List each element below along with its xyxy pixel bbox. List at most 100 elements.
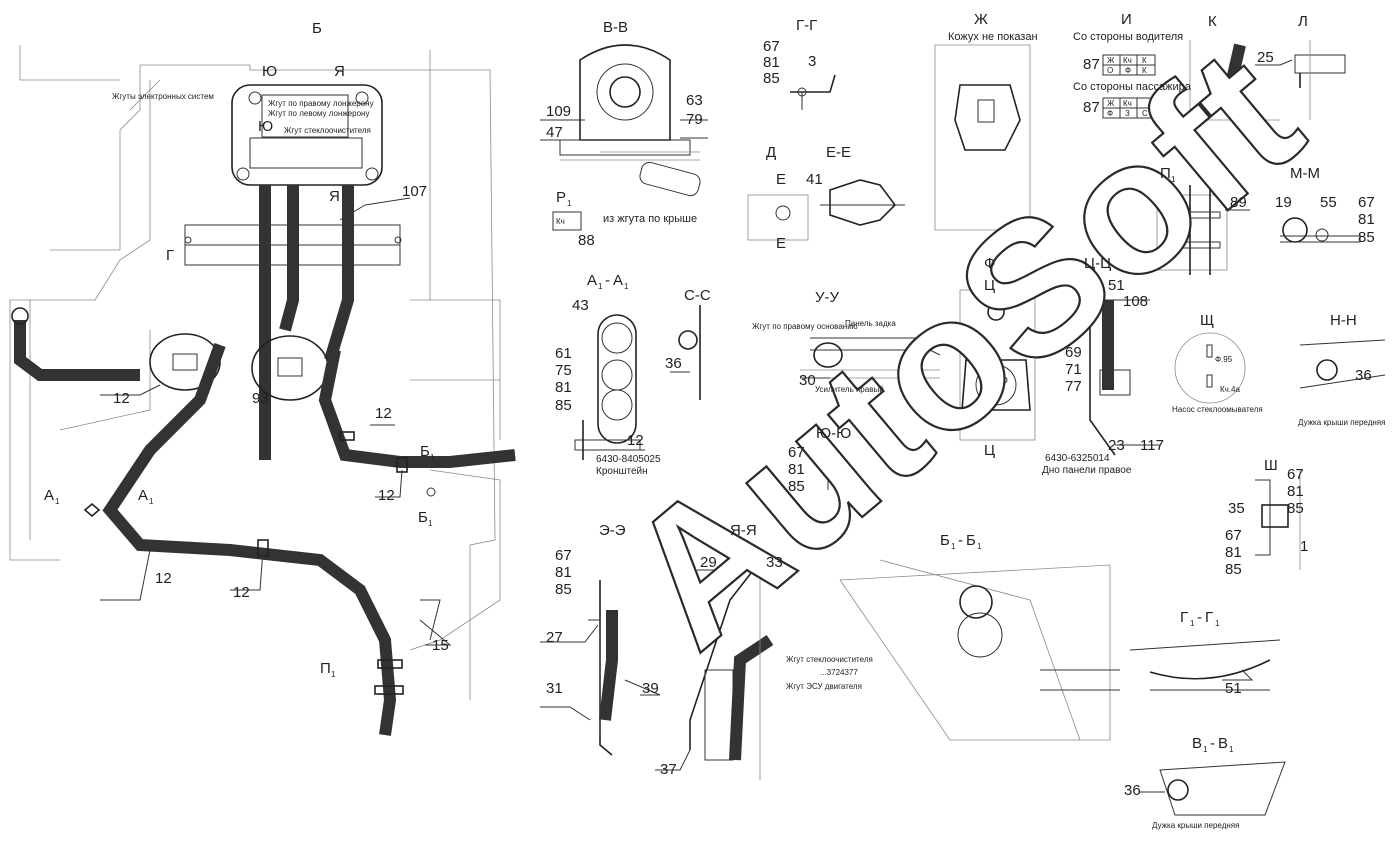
svg-text:-: - <box>605 272 610 289</box>
view-k-l <box>1189 40 1346 121</box>
svg-text:Я: Я <box>329 188 340 205</box>
title-yuyu: Ю-Ю <box>816 425 851 442</box>
callout: 43 <box>572 297 589 314</box>
svg-text:1: 1 <box>430 453 435 462</box>
svg-text:К: К <box>1142 56 1147 65</box>
svg-text:З: З <box>1125 109 1130 118</box>
title-tsts: Ц-Ц <box>1084 255 1111 272</box>
note-roof-arc-v1: Дужка крыши передняя <box>1152 821 1239 830</box>
note-esu-part: ...3724377 <box>820 668 858 677</box>
callout: 67 <box>555 547 572 564</box>
callout: 41 <box>806 171 823 188</box>
svg-text:С: С <box>1142 109 1148 118</box>
callout: 87 <box>1083 99 1100 116</box>
svg-text:1: 1 <box>1229 745 1234 754</box>
title-zh: Ж <box>974 11 988 28</box>
callout: 107 <box>402 183 427 200</box>
title-g1g1: Г <box>1180 609 1188 626</box>
note-left-spar: Жгут по левому лонжерону <box>268 109 369 118</box>
callout: 67 <box>763 38 780 55</box>
note-bracket-part: 6430-8405025 <box>596 454 661 465</box>
svg-text:1: 1 <box>55 497 60 506</box>
callout: 61 <box>555 345 572 362</box>
title-f: Ф <box>984 255 995 272</box>
callout: 12 <box>155 570 172 587</box>
svg-text:-: - <box>1197 609 1202 626</box>
svg-text:Ц: Ц <box>984 277 995 294</box>
svg-text:Б: Б <box>418 509 428 526</box>
callout: 36 <box>1355 367 1372 384</box>
callout: 81 <box>788 461 805 478</box>
view-sh <box>1255 470 1301 570</box>
title-v1v1: В <box>1192 735 1202 752</box>
callout: 81 <box>555 564 572 581</box>
relay-box <box>231 84 383 186</box>
callout: 85 <box>1225 561 1242 578</box>
svg-text:1: 1 <box>1215 619 1220 628</box>
note-right-spar: Жгут по правому лонжерону <box>268 99 374 108</box>
callout: 15 <box>432 637 449 654</box>
note-right-base: Жгут по правому основанию <box>752 322 858 331</box>
title-r1: Р <box>556 189 566 206</box>
svg-text:Ф: Ф <box>1107 109 1113 118</box>
title-ss: С-С <box>684 287 711 304</box>
callout: 12 <box>233 584 250 601</box>
svg-text:1: 1 <box>598 282 603 291</box>
svg-text:Б: Б <box>966 532 976 549</box>
svg-text:1: 1 <box>428 519 433 528</box>
view-zh <box>934 44 1031 231</box>
callout: 36 <box>1124 782 1141 799</box>
svg-text:Ж: Ж <box>1107 56 1115 65</box>
callout: 85 <box>555 581 572 598</box>
title-mm: М-М <box>1290 165 1320 182</box>
svg-text:Ж: Ж <box>1107 99 1115 108</box>
title-p1: П <box>1160 165 1171 182</box>
svg-text:Кч: Кч <box>1123 99 1132 108</box>
note-panel-bottom: Дно панели правое <box>1042 465 1132 476</box>
section-a1a1 <box>574 314 641 460</box>
callout: 51 <box>1225 680 1242 697</box>
callout: 109 <box>546 103 571 120</box>
section-vv <box>559 44 701 197</box>
callout: 12 <box>375 405 392 422</box>
callout: 85 <box>1287 500 1304 517</box>
svg-text:К: К <box>1142 66 1147 75</box>
callout: 85 <box>1358 229 1375 246</box>
title-d: Д <box>766 144 776 161</box>
connector-pins: Ж Кч К О Ф К Ж Кч Ф З С <box>1107 56 1148 118</box>
callout: 89 <box>1230 194 1247 211</box>
callout: 67 <box>1287 466 1304 483</box>
note-bracket: Кронштейн <box>596 466 648 477</box>
svg-text:1: 1 <box>567 199 572 208</box>
ground-eyelet <box>11 307 29 325</box>
callout: 81 <box>555 379 572 396</box>
svg-text:Е: Е <box>776 235 786 252</box>
callout: 88 <box>578 232 595 249</box>
callout: 51 <box>1108 277 1125 294</box>
view-f <box>959 289 1036 441</box>
svg-text:Ц: Ц <box>984 442 995 459</box>
view-d-ee <box>747 179 905 241</box>
callout: 79 <box>686 111 703 128</box>
callout: 117 <box>1140 437 1164 454</box>
note-wiper-harness: Жгут стеклоочистителя <box>786 655 873 664</box>
callout: 27 <box>546 629 563 646</box>
callout: 77 <box>1065 378 1082 395</box>
section-markers: Ю Ю Я Я Г А 1 А 1 Б 1 Б 1 П 1 Е Е <box>44 63 786 679</box>
note-kch4a: Кч.4а <box>1220 385 1241 394</box>
callout: 81 <box>763 54 780 71</box>
svg-text:А: А <box>138 487 148 504</box>
section-mm <box>1280 217 1361 243</box>
view-titles: Б В-В Г-Г Ж Кожух не показан И Со сторон… <box>312 11 1357 754</box>
section-yaya <box>689 560 774 780</box>
view-b <box>9 45 516 736</box>
title-a1a1: А <box>587 272 597 289</box>
callout: 81 <box>1287 483 1304 500</box>
callout: 12 <box>113 390 130 407</box>
callout: 67 <box>788 444 805 461</box>
svg-text:О: О <box>1107 66 1113 75</box>
view-p1 <box>1156 185 1228 275</box>
note-right-amplifier: Усилитель правый <box>815 385 884 394</box>
callout: 63 <box>686 92 703 109</box>
callout: 71 <box>1065 361 1082 378</box>
